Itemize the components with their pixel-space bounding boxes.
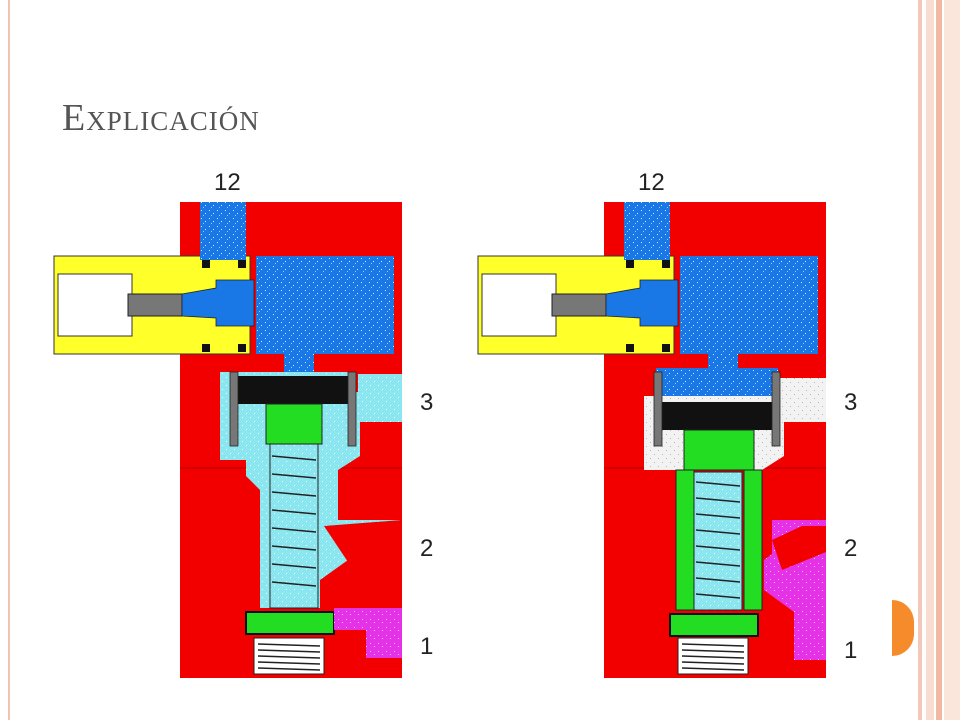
port-label-3: 3 [844, 389, 857, 416]
decorative-stripe [936, 0, 942, 720]
port-label-1: 1 [844, 637, 857, 664]
valve-diagram-left: 12 3 2 1 [53, 169, 433, 679]
port-label-2: 2 [844, 535, 857, 562]
decorative-stripe [918, 0, 922, 720]
decorative-stripe [926, 0, 934, 720]
port-label-1: 1 [420, 633, 433, 660]
port-label-2: 2 [420, 535, 433, 562]
slide-frame [8, 0, 920, 720]
valve-diagram-area: 12 3 2 1 [48, 160, 890, 700]
slide-title: Explicación [62, 97, 260, 139]
port-label-12: 12 [214, 169, 241, 196]
port-label-12: 12 [638, 169, 665, 196]
slide-nav-tab[interactable] [892, 600, 914, 656]
port-label-3: 3 [420, 389, 433, 416]
valve-diagram-right: 12 3 2 1 [477, 169, 857, 679]
decorative-stripe [944, 0, 960, 720]
